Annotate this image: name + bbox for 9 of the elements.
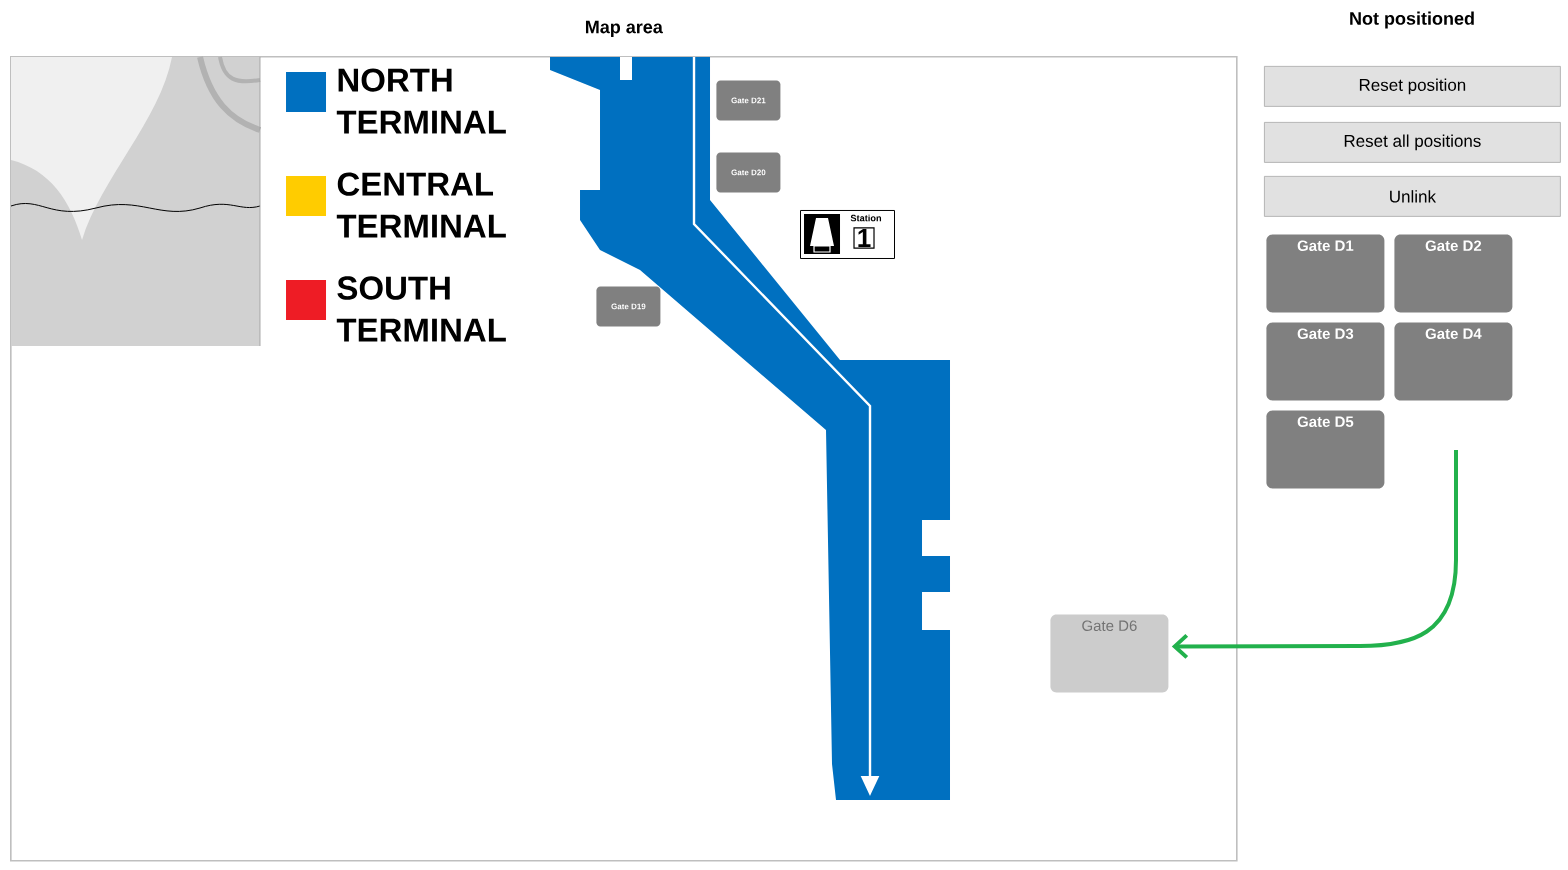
column-heading: Not positioned [1350, 11, 1474, 29]
arrow [1171, 450, 1458, 659]
legend-text: NORTH TERMINAL [336, 68, 506, 134]
button: Reset position [1264, 66, 1561, 107]
button: Reset all positions [1264, 122, 1561, 163]
node-label: Map area [585, 20, 663, 37]
legend-text: CENTRAL TERMINAL [336, 172, 506, 238]
button: Unlink [1264, 176, 1561, 217]
legend-text: SOUTH TERMINAL [336, 276, 506, 342]
